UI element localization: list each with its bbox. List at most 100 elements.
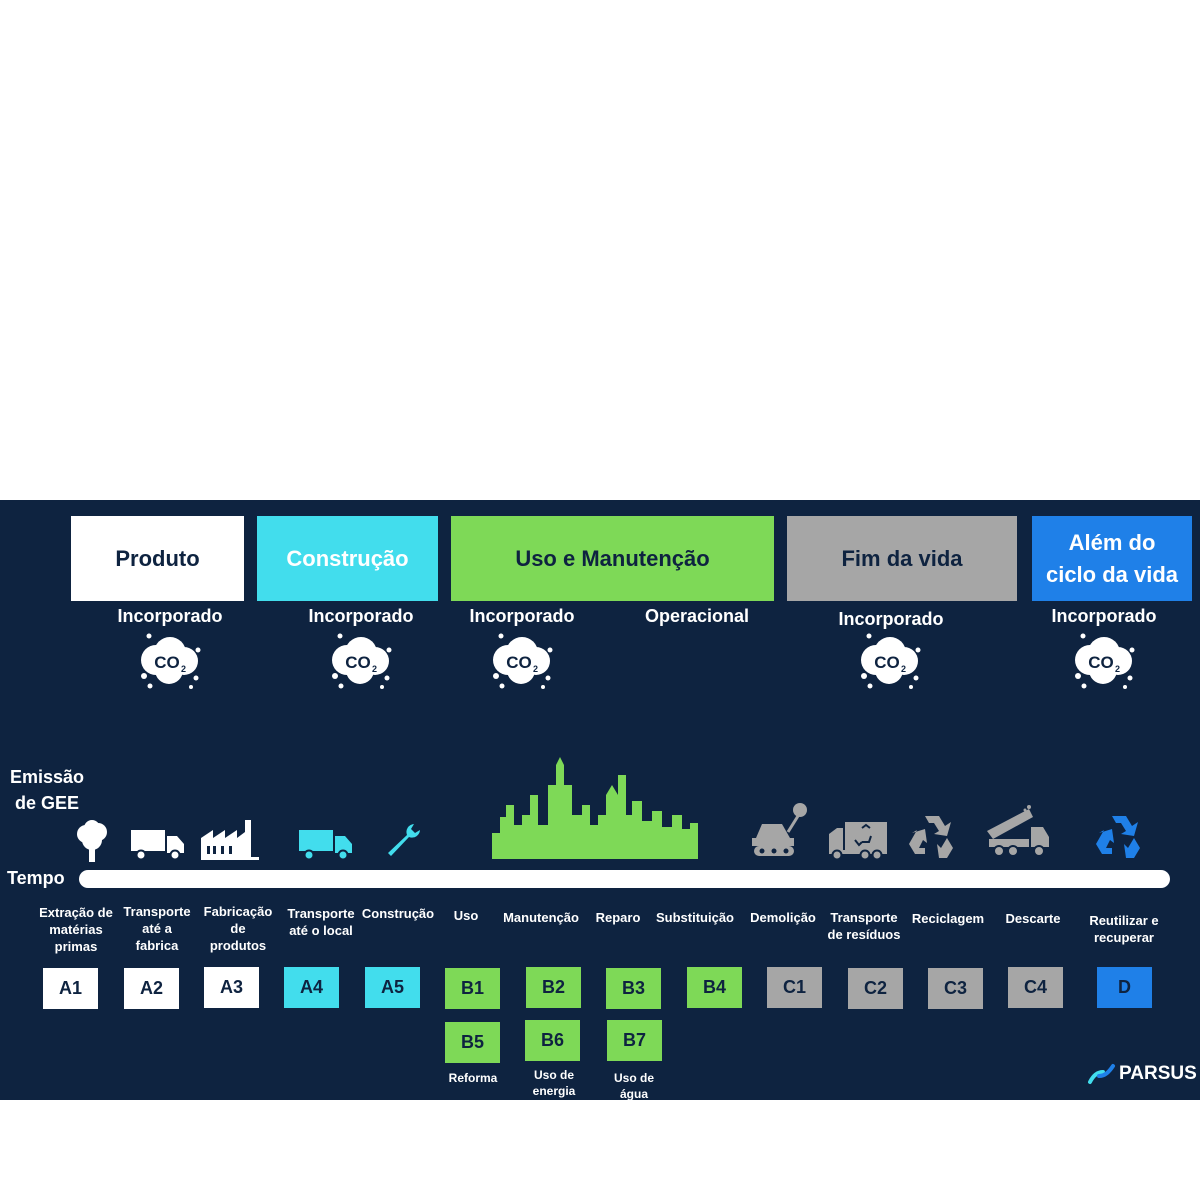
sublabel-b7-line: Uso de [613, 1071, 654, 1085]
module-a2: A2 [124, 968, 179, 1009]
phase-fim: Fim da vida [787, 516, 1017, 601]
module-c4: C4 [1008, 967, 1063, 1008]
phase-uso-label: Uso e Manutenção [515, 545, 710, 571]
phase-construcao-label: Construção [286, 545, 409, 571]
co2-sub: 2 [533, 664, 538, 674]
phase-fim-label: Fim da vida [841, 545, 963, 571]
emissao-label: Emissão de GEE [7, 764, 87, 816]
module-a3: A3 [204, 967, 259, 1008]
truck-cyan-icon [299, 830, 353, 865]
phase-produto-label: Produto [115, 545, 200, 571]
stage-b1-line: Uso [453, 908, 479, 923]
stage-label-b4: Substituição [650, 909, 740, 926]
stage-c3-line: Reciclagem [911, 911, 985, 926]
co2-text: CO [1088, 653, 1114, 672]
stage-a2-line: fabrica [135, 938, 179, 953]
stage-d-line: Reutilizar e [1089, 913, 1159, 928]
module-b4: B4 [687, 967, 742, 1008]
co2-sub: 2 [1115, 664, 1120, 674]
stage-a1-line: Extração de [39, 905, 113, 920]
co2-text: CO [154, 653, 180, 672]
phase-produto: Produto [71, 516, 244, 601]
stage-a5-line: Construção [361, 906, 435, 921]
stage-label-b3: Reparo [578, 909, 658, 926]
module-b2: B2 [526, 967, 581, 1008]
incorporado-alem: Incorporado [1051, 606, 1157, 626]
co2-text: CO [345, 653, 371, 672]
stage-label-a3: Fabricação de produtos [198, 903, 278, 954]
sublabel-b7-line: água [619, 1087, 648, 1101]
module-b7: B7 [607, 1020, 662, 1061]
demolition-icon [752, 802, 812, 863]
co2-cloud-icon: CO 2 [134, 630, 204, 692]
stage-b3-line: Reparo [595, 910, 641, 925]
emissao-line-2: de GEE [14, 793, 80, 813]
recycle-blue-icon [1094, 812, 1144, 865]
module-a1: A1 [43, 968, 98, 1009]
co2-text: CO [874, 653, 900, 672]
dump-truck-icon [985, 805, 1051, 864]
stage-label-c4: Descarte [993, 910, 1073, 927]
module-a5: A5 [365, 967, 420, 1008]
stage-c2-line: Transporte [830, 910, 898, 925]
co2-cloud-icon: CO 2 [325, 630, 395, 692]
stage-a1-line: primas [54, 939, 98, 954]
sublabel-b6-line: energia [532, 1084, 576, 1098]
factory-icon [201, 818, 259, 865]
brand-logo: PARSUS [1087, 1063, 1197, 1085]
brand-name: PARSUS [1119, 1063, 1197, 1084]
incorporado-construcao: Incorporado [308, 606, 414, 626]
incorporado-uso: Incorporado [469, 606, 575, 626]
stage-label-d: Reutilizar e recuperar [1079, 912, 1169, 946]
co2-sub: 2 [901, 664, 906, 674]
module-b1: B1 [445, 968, 500, 1009]
truck-icon [131, 830, 185, 865]
recycle-icon [907, 812, 957, 865]
co2-text: CO [506, 653, 532, 672]
stage-c1-line: Demolição [750, 910, 816, 925]
phase-construcao: Construção [257, 516, 438, 601]
stage-d-line: recuperar [1094, 930, 1154, 945]
stage-label-c1: Demolição [743, 909, 823, 926]
wrench-icon [384, 820, 424, 865]
co2-sub: 2 [181, 664, 186, 674]
sublabel-b5-line: Reforma [448, 1071, 498, 1085]
stage-a2-line: até a [142, 921, 172, 936]
module-c2: C2 [848, 968, 903, 1009]
stage-label-c3: Reciclagem [908, 910, 988, 927]
stage-a4-line: até o local [289, 923, 353, 938]
operacional-uso: Operacional [644, 606, 750, 626]
stage-label-c2: Transporte de resíduos [824, 909, 904, 943]
stage-label-a1: Extração de matérias primas [36, 904, 116, 955]
stage-c4-line: Descarte [1005, 911, 1061, 926]
co2-cloud-icon: CO 2 [854, 630, 924, 692]
stage-b4-line: Substituição [655, 910, 734, 925]
city-skyline-icon [492, 755, 698, 864]
stage-a3-line: de [230, 921, 246, 936]
stage-label-a5: Construção [358, 905, 438, 922]
sublabel-b7: Uso de água [594, 1070, 674, 1102]
lifecycle-panel: Produto Construção Uso e Manutenção Fim … [0, 500, 1200, 1102]
timeline-bar [79, 870, 1170, 888]
parsus-logo-icon [1088, 1064, 1115, 1084]
phase-alem-label-2: ciclo da vida [1045, 561, 1179, 587]
incorporado-produto: Incorporado [117, 606, 223, 626]
co2-sub: 2 [372, 664, 377, 674]
module-c3: C3 [928, 968, 983, 1009]
stage-label-b2: Manutenção [496, 909, 586, 926]
stage-a1-line: matérias [49, 922, 103, 937]
tempo-label: Tempo [7, 868, 65, 888]
stage-label-b1: Uso [426, 907, 506, 924]
tree-icon [74, 820, 110, 869]
stage-a3-line: Fabricação [203, 904, 273, 919]
sublabel-b6: Uso de energia [514, 1067, 594, 1099]
stage-a3-line: produtos [209, 938, 267, 953]
stage-label-a4: Transporte até o local [281, 905, 361, 939]
stage-label-a2: Transporte até a fabrica [117, 903, 197, 954]
module-b3: B3 [606, 968, 661, 1009]
incorporado-fim: Incorporado [838, 609, 944, 629]
phase-alem-label-1: Além do [1068, 529, 1156, 555]
stage-b2-line: Manutenção [503, 910, 579, 925]
sublabel-b5: Reforma [433, 1070, 513, 1086]
module-d: D [1097, 967, 1152, 1008]
